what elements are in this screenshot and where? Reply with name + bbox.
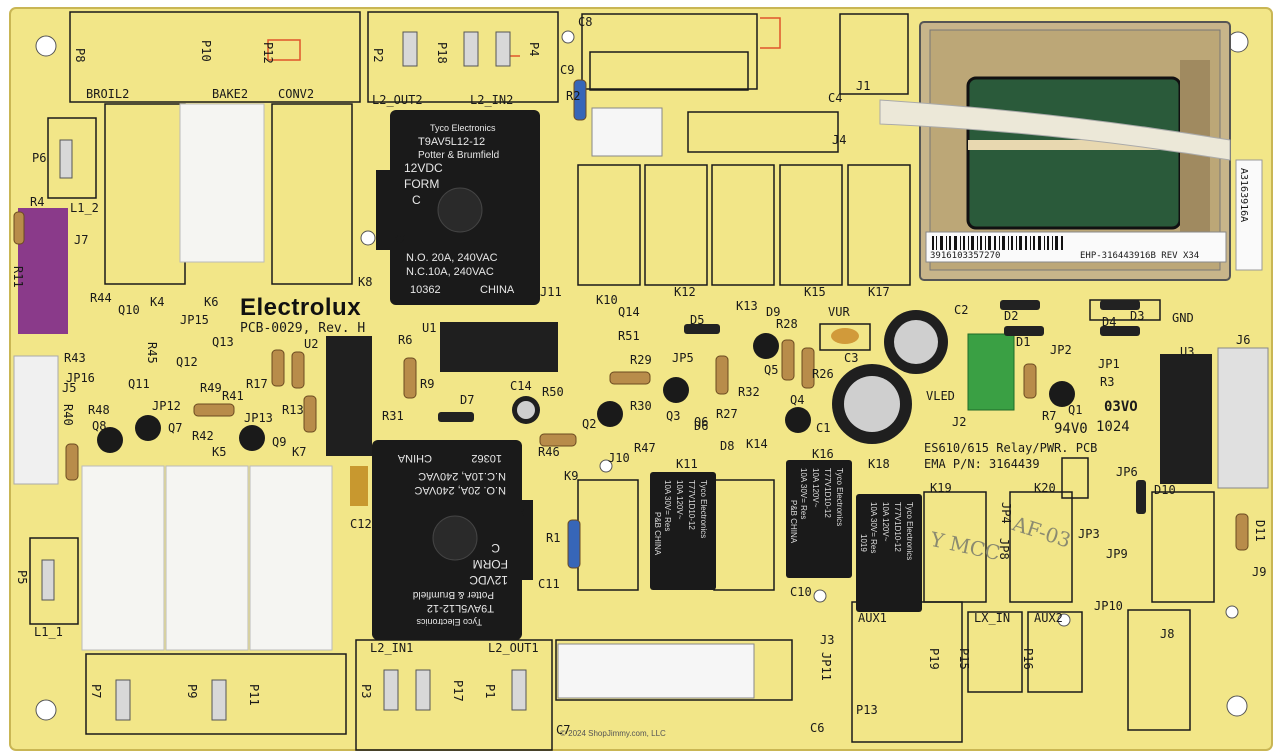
capacitors (350, 310, 948, 506)
stamp: 03VO (1104, 399, 1138, 415)
relay-k1 (372, 440, 533, 640)
transistors (97, 333, 1075, 453)
relay-k11-label: Tyco Electronics T77V1D10-12 10A 120V~ 1… (652, 480, 708, 556)
diodes (438, 300, 1146, 514)
relay-k2 (376, 110, 540, 305)
ema-part-number: EMA P/N: 3164439 (924, 457, 1040, 471)
model-line: ES610/615 Relay/PWR. PCB (924, 441, 1098, 455)
relay-k11 (650, 472, 716, 590)
pcb-id: PCB-0029, Rev. H (240, 321, 366, 336)
watermark: © 2024 ShopJimmy.com, LLC (560, 729, 666, 738)
ehp-label: EHP-316443916B REV X34 (1080, 251, 1200, 261)
transformer (879, 21, 1263, 281)
relay-k16 (786, 460, 852, 578)
logo-electrolux: Electrolux (240, 294, 362, 321)
side-label: A3163916A (1238, 168, 1249, 223)
ul-code: 94V0 (1054, 421, 1088, 437)
relay-k18-label: Tyco Electronics T77V1D10-12 10A 120V~ 1… (858, 502, 914, 561)
white-relays (81, 103, 333, 651)
resistors (13, 79, 1249, 569)
date-code: 1024 (1096, 419, 1130, 435)
ic-chips (326, 322, 1212, 484)
relay-k1-label: Tyco Electronics T9AV5L12-12 Potter & Br… (397, 452, 508, 627)
relay-k16-label: Tyco Electronics T77V1D10-12 10A 120V~ 1… (788, 468, 844, 544)
relay-k18 (856, 494, 922, 612)
connectors (13, 107, 1269, 699)
barcode-number: 3916103357270 (930, 251, 1001, 261)
spade-terminals (41, 31, 527, 721)
mounting-holes (35, 30, 1249, 721)
